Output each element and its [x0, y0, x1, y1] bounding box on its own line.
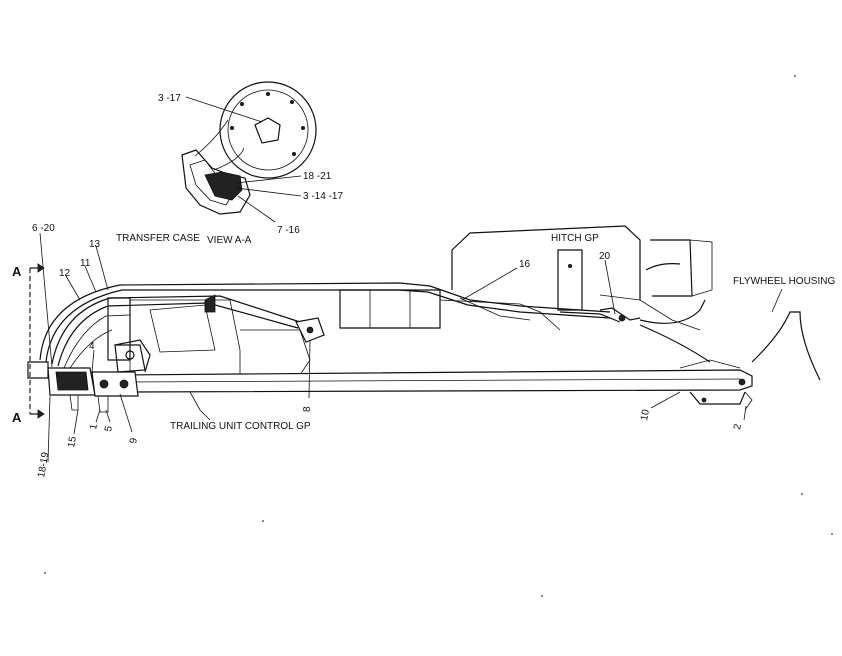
leader-2	[743, 405, 747, 421]
section-label-a-top: A	[12, 264, 22, 279]
housing-link-line	[194, 119, 229, 157]
valve-cap	[27, 361, 49, 379]
callout-12: 12	[59, 268, 71, 279]
section-line-aa	[29, 263, 45, 419]
label-flywheel-housing: FLYWHEEL HOUSING	[733, 276, 835, 287]
leader-11	[84, 265, 97, 293]
callout-5: 5	[103, 425, 115, 433]
hitch-frame-top	[451, 225, 641, 300]
callout-2: 2	[732, 423, 744, 431]
view-aa-inset	[181, 81, 317, 223]
leader-16	[461, 267, 518, 301]
hitch-block	[650, 239, 693, 297]
section-label-a-bottom: A	[12, 410, 22, 425]
valve-tube	[213, 147, 245, 171]
case-body	[129, 299, 241, 376]
transfer-case-body	[107, 294, 311, 376]
leader-8	[308, 339, 311, 399]
leader-15	[73, 409, 79, 435]
label-view-aa: VIEW A-A	[207, 235, 252, 246]
callout-8: 8	[302, 406, 313, 412]
leader-3-17	[185, 96, 263, 123]
callout-13: 13	[89, 239, 101, 250]
case-front	[107, 297, 131, 361]
label-transfer-case: TRANSFER CASE	[116, 233, 200, 244]
leader-12	[65, 275, 81, 301]
hose-outer-top	[39, 282, 611, 361]
hitch-block-side	[689, 239, 713, 297]
label-hitch-gp: HITCH GP	[551, 233, 599, 244]
leader-6-20	[39, 232, 53, 368]
view-labels: TRANSFER CASE VIEW A-A HITCH GP FLYWHEEL…	[12, 233, 835, 432]
case-port	[204, 294, 216, 313]
callout-6-20: 6 -20	[32, 223, 55, 234]
hitch-hose-down	[639, 324, 711, 363]
case-rear	[240, 329, 311, 376]
callout-11: 11	[80, 258, 91, 269]
bolt-circle	[229, 92, 305, 156]
callout-4: 4	[89, 341, 95, 352]
hitch-hose-up	[639, 299, 706, 324]
valve-fittings	[204, 171, 243, 201]
main-hose-bundle	[39, 282, 711, 369]
cover-plate	[254, 117, 281, 144]
hose-to-control-2	[57, 302, 299, 367]
hitch-fitting-20	[599, 307, 641, 321]
hose-to-hitch	[559, 311, 621, 323]
hitch-hose-loop	[645, 263, 681, 271]
flywheel-housing-curve	[751, 311, 821, 381]
callout-18-21: 18 -21	[303, 171, 332, 182]
drive-shaft	[119, 369, 753, 393]
leader-flywheel	[771, 288, 783, 313]
leader-5	[105, 409, 111, 423]
callout-10: 10	[639, 408, 652, 421]
callout-15: 15	[66, 435, 79, 448]
leader-7-16	[237, 195, 276, 223]
left-valve-stack	[27, 339, 151, 413]
hose-short	[63, 314, 131, 369]
callout-16: 16	[519, 259, 531, 270]
transmission-housing-circle	[219, 81, 317, 179]
flywheel-housing	[751, 288, 821, 381]
leader-3-14-17	[235, 187, 302, 197]
leader-20	[604, 259, 616, 315]
valve-tail	[439, 299, 561, 331]
callout-3-14-17: 3 -14 -17	[303, 191, 343, 202]
hitch-frame-outline	[451, 225, 713, 331]
callout-1: 1	[88, 423, 100, 431]
valve-inner	[189, 159, 233, 206]
case-inner	[149, 304, 216, 353]
hose-outer-mid	[45, 289, 611, 363]
valve-cylinder	[339, 289, 441, 329]
frame-rail	[119, 359, 753, 411]
callout-7-16: 7 -16	[277, 225, 300, 236]
label-trailing-unit-control-gp: TRAILING UNIT CONTROL GP	[170, 421, 311, 432]
leader-13	[95, 245, 109, 291]
leader-9	[119, 393, 133, 433]
housing-inner-ring	[227, 89, 309, 171]
valve-block	[55, 371, 89, 391]
rear-bearing	[689, 391, 746, 405]
callout-9: 9	[128, 437, 140, 445]
leader-trailing-unit	[189, 391, 211, 421]
callout-20: 20	[599, 251, 611, 262]
rear-yoke	[679, 359, 741, 369]
leader-10	[650, 391, 681, 409]
leader-4	[91, 349, 95, 373]
callout-numbers: 3 -17 18 -21 3 -14 -17 7 -16 6 -20 13 12…	[32, 93, 744, 479]
fitting-bracket	[459, 297, 531, 321]
leader-18-19	[47, 395, 51, 463]
hitch-bolt	[568, 263, 573, 268]
callout-3-17: 3 -17	[158, 93, 181, 104]
leader-1	[95, 409, 101, 423]
hitch-lower-edge	[599, 294, 701, 331]
hitch-bracket	[557, 249, 583, 311]
scan-specks	[44, 75, 833, 597]
leader-18-21	[235, 175, 302, 184]
valve-section-2	[91, 371, 139, 397]
callout-18-19: 18-19	[36, 451, 51, 479]
callout-leaders	[39, 232, 747, 463]
